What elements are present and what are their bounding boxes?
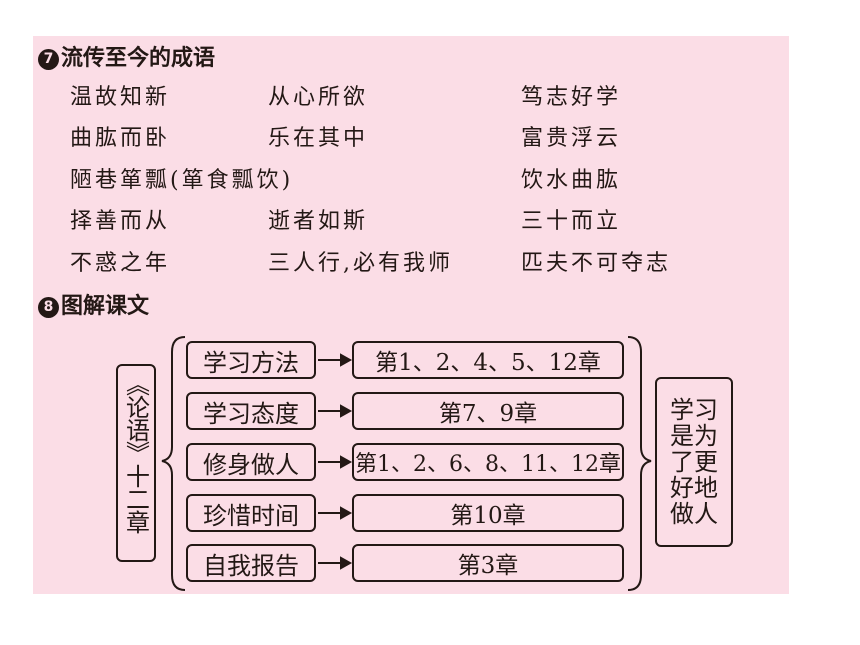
arrow-group [318,353,353,570]
topic-box: 自我报告 [186,544,316,582]
idiom-item: 饮水曲肱 [521,168,622,193]
idiom-item: 择善而从 [70,209,171,234]
topic-box: 修身做人 [186,443,316,481]
topic-box: 珍惜时间 [186,494,316,532]
chapter-box: 第10章 [352,494,624,532]
section-7-number: 7 [38,49,59,70]
chapter-box: 第1、2、4、5、12章 [352,341,624,379]
right-brace [627,336,652,591]
book-title: 《论语》十二章 [121,372,150,533]
idiom-item: 三人行,必有我师 [268,251,453,276]
conclusion-box: 学习是为了更好地做人 [655,377,733,547]
conclusion-text: 学习是为了更好地做人 [670,396,718,528]
idiom-item: 曲肱而卧 [70,126,171,151]
left-brace [161,336,186,591]
idiom-item: 逝者如斯 [268,209,369,234]
topic-box: 学习态度 [186,392,316,430]
idiom-item: 温故知新 [70,85,171,110]
chapter-box: 第1、2、6、8、11、12章 [352,443,624,481]
chapter-box: 第3章 [352,544,624,582]
idiom-item: 陋巷箪瓢(箪食瓢饮) [70,168,294,193]
idiom-item: 笃志好学 [521,85,622,110]
section-8-title: 图解课文 [61,294,150,319]
idiom-item: 不惑之年 [70,251,171,276]
idiom-item: 乐在其中 [268,126,369,151]
idiom-item: 三十而立 [521,209,622,234]
book-title-box: 《论语》十二章 [116,364,156,562]
section-7-title: 流传至今的成语 [61,46,216,71]
chapter-box: 第7、9章 [352,392,624,430]
idiom-item: 富贵浮云 [521,126,622,151]
topic-box: 学习方法 [186,341,316,379]
idiom-item: 匹夫不可夺志 [521,251,672,276]
section-8-number: 8 [38,297,59,318]
idiom-item: 从心所欲 [268,85,369,110]
